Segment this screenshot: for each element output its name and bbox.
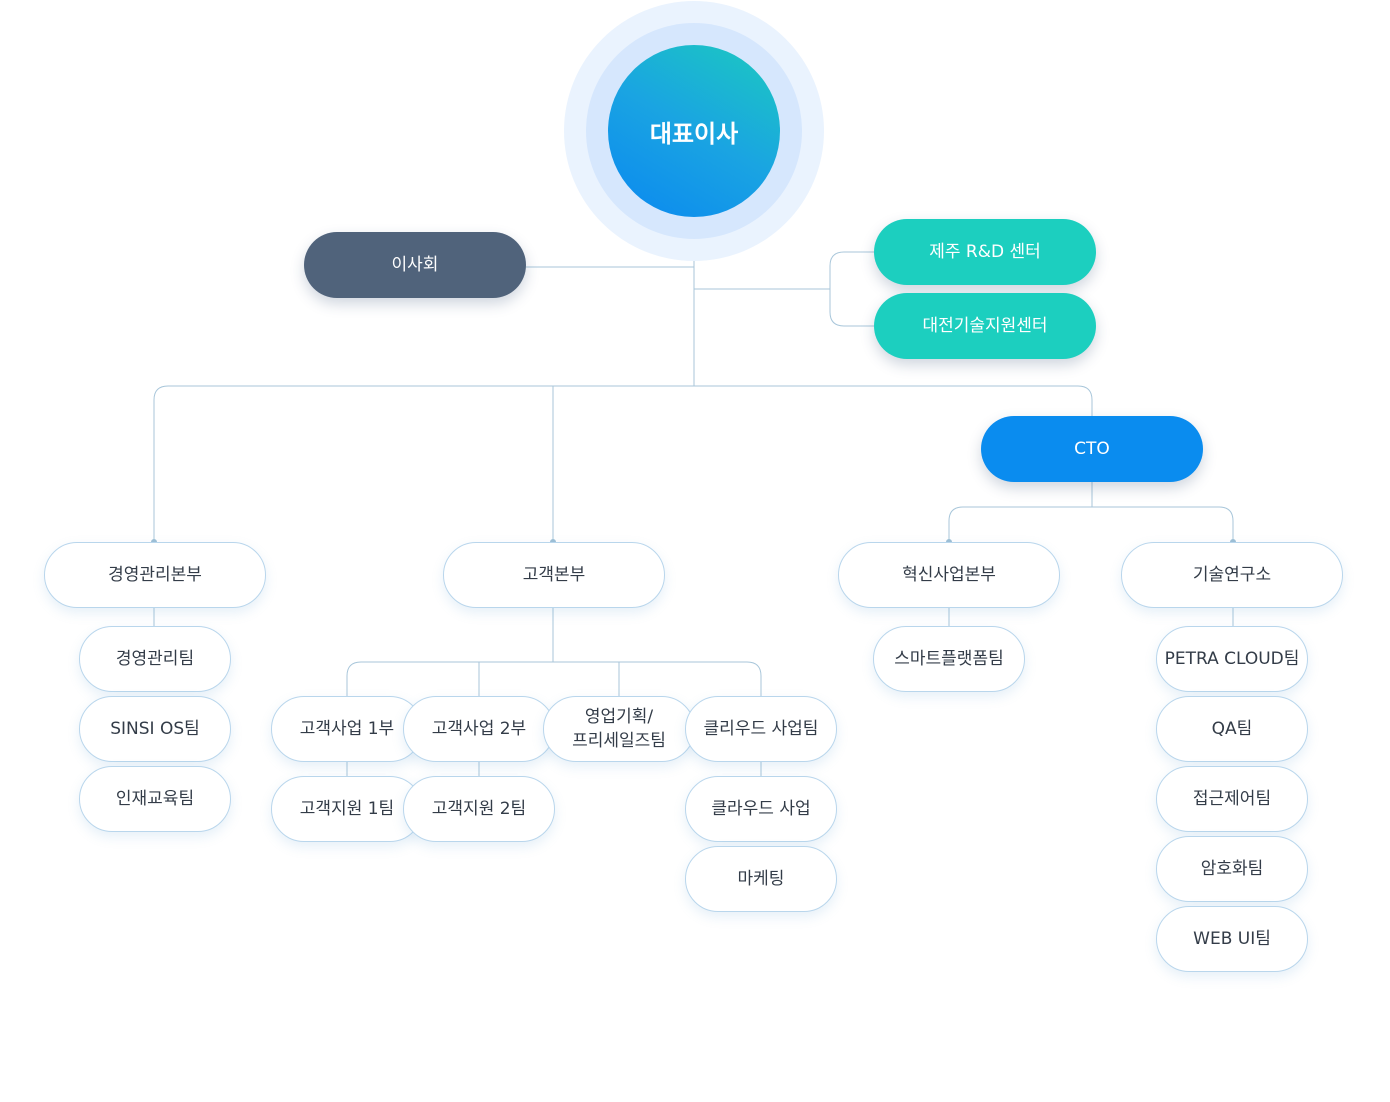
team-node: 인재교육팀	[79, 766, 231, 832]
team-label: QA팀	[1211, 719, 1253, 739]
board-label: 이사회	[391, 255, 439, 275]
team-label: SINSI OS팀	[110, 719, 200, 739]
team-label: 고객지원 2팀	[431, 799, 527, 819]
team-label: 스마트플랫폼팀	[894, 649, 1004, 669]
jeju-center-label: 제주 R&D 센터	[929, 242, 1041, 262]
team-node: WEB UI팀	[1156, 906, 1308, 972]
team-label: 경영관리팀	[115, 649, 195, 669]
customer-division-label: 고객본부	[522, 565, 586, 585]
management-division-label: 경영관리본부	[108, 565, 202, 585]
team-node: 고객사업 1부	[271, 696, 423, 762]
team-node: PETRA CLOUD팀	[1156, 626, 1308, 692]
team-label: 고객사업 1부	[299, 719, 395, 739]
team-label: 고객지원 1팀	[299, 799, 395, 819]
team-label: 클라우드 사업	[711, 799, 811, 819]
team-label: 클리우드 사업팀	[703, 719, 819, 739]
team-node: QA팀	[1156, 696, 1308, 762]
team-label: WEB UI팀	[1193, 929, 1271, 949]
team-node: 마케팅	[685, 846, 837, 912]
team-label: 마케팅	[737, 869, 785, 889]
ceo-node: 대표이사	[608, 45, 780, 217]
team-node: 클라우드 사업	[685, 776, 837, 842]
team-label: 접근제어팀	[1192, 789, 1272, 809]
innovation-division-label: 혁신사업본부	[902, 565, 996, 585]
customer-division-node: 고객본부	[443, 542, 665, 608]
team-node: 클리우드 사업팀	[685, 696, 837, 762]
team-label: PETRA CLOUD팀	[1164, 649, 1300, 669]
daejeon-center-label: 대전기술지원센터	[922, 316, 1048, 336]
team-node: 접근제어팀	[1156, 766, 1308, 832]
cto-label: CTO	[1074, 439, 1110, 459]
ceo-label: 대표이사	[649, 119, 739, 148]
research-division-node: 기술연구소	[1121, 542, 1343, 608]
jeju-center-node: 제주 R&D 센터	[874, 219, 1096, 285]
innovation-division-node: 혁신사업본부	[838, 542, 1060, 608]
management-division-node: 경영관리본부	[44, 542, 266, 608]
team-node: SINSI OS팀	[79, 696, 231, 762]
team-node: 스마트플랫폼팀	[873, 626, 1025, 692]
team-label: 고객사업 2부	[431, 719, 527, 739]
team-label-line2: 프리세일즈팀	[572, 731, 666, 751]
research-division-label: 기술연구소	[1192, 565, 1272, 585]
team-label: 인재교육팀	[115, 789, 195, 809]
board-node: 이사회	[304, 232, 526, 298]
team-node: 고객지원 2팀	[403, 776, 555, 842]
cto-node: CTO	[981, 416, 1203, 482]
team-label: 암호화팀	[1200, 859, 1264, 879]
team-node: 영업기획/ 프리세일즈팀	[543, 696, 695, 762]
team-node: 고객지원 1팀	[271, 776, 423, 842]
team-node: 경영관리팀	[79, 626, 231, 692]
team-node: 암호화팀	[1156, 836, 1308, 902]
daejeon-center-node: 대전기술지원센터	[874, 293, 1096, 359]
team-label-line1: 영업기획/	[584, 707, 654, 727]
team-node: 고객사업 2부	[403, 696, 555, 762]
